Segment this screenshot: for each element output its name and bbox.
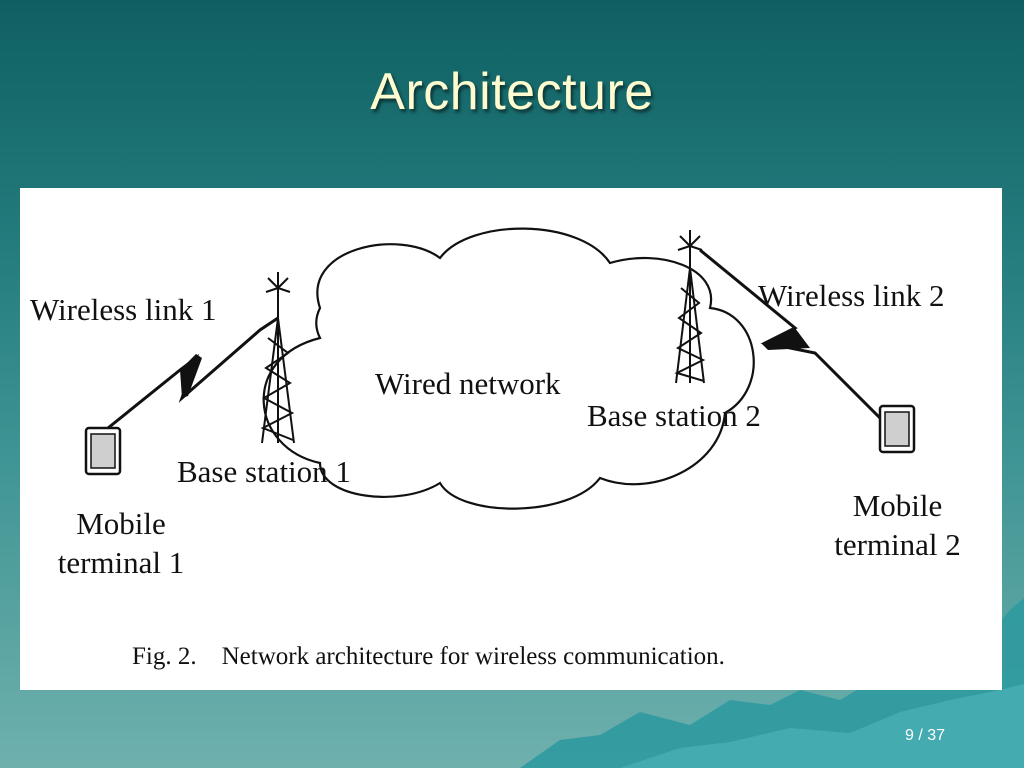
mobile-terminal-2-line2: terminal 2	[834, 527, 961, 562]
antenna-tower-icon	[260, 272, 295, 444]
base-station-1-label: Base station 1	[177, 454, 351, 489]
mobile-terminal-1-line2: terminal 1	[57, 545, 185, 580]
mobile-terminal-1-label: Mobile terminal 1	[46, 508, 196, 578]
mobile-terminal-2-label: Mobile terminal 2	[820, 490, 975, 560]
wireless-link-2-label: Wireless link 2	[758, 278, 945, 313]
mobile-terminal-2-line1: Mobile	[852, 488, 943, 523]
lightning-link-icon	[107, 316, 279, 430]
figure-caption: Fig. 2. Network architecture for wireles…	[132, 643, 725, 670]
antenna-tower-icon	[674, 230, 706, 384]
mobile-terminal-icon	[878, 404, 916, 454]
wired-network-cloud	[262, 227, 755, 510]
mobile-terminal-icon	[84, 426, 122, 476]
network-architecture-figure: Wireless link 1 Wireless link 2 Wired ne…	[20, 188, 1002, 690]
mobile-terminal-1-line1: Mobile	[76, 506, 166, 541]
slide-title: Architecture	[370, 63, 654, 121]
base-station-2-label: Base station 2	[587, 398, 761, 433]
page-number: 9 / 37	[905, 727, 946, 744]
wired-network-label: Wired network	[375, 366, 561, 401]
wireless-link-1-label: Wireless link 1	[30, 292, 217, 327]
lightning-link-icon	[699, 248, 892, 430]
